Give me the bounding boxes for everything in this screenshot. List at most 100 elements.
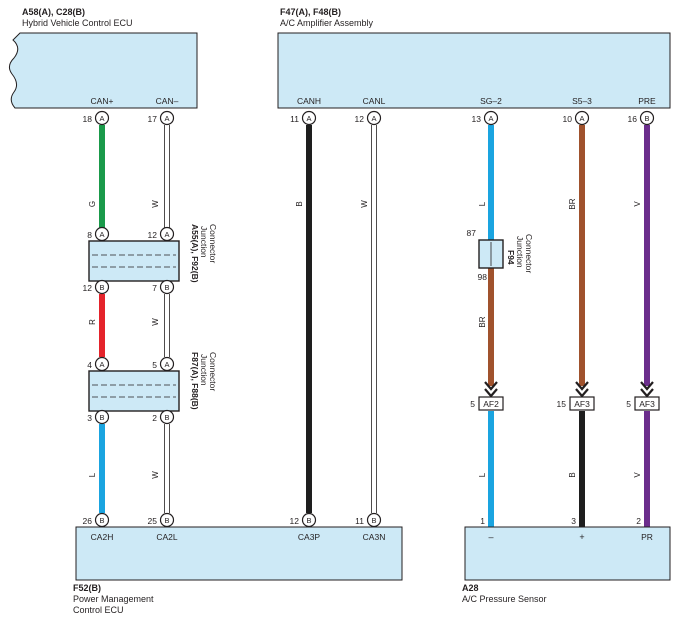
svg-text:A: A: [164, 360, 169, 369]
code-w3: W: [151, 471, 160, 479]
svg-text:AF2: AF2: [483, 399, 499, 409]
code-l1: L: [88, 472, 97, 477]
svg-text:5: 5: [152, 360, 157, 370]
pin-pm-11: B 11: [355, 512, 382, 528]
pm-pin-ca3p-label: CA3P: [298, 532, 321, 542]
pin-amp-s53: A 10: [563, 110, 590, 126]
code-g: G: [88, 201, 97, 207]
pin-amp-canh: A 11: [290, 110, 317, 126]
j1-name-2: Connector: [208, 224, 218, 263]
code-l3: L: [478, 472, 487, 477]
svg-text:11: 11: [290, 114, 299, 124]
pin-hv-17: A 17: [148, 110, 175, 126]
amp-pin-sg2-label: SG–2: [480, 96, 502, 106]
j2-code: F87(A), F88(B): [190, 352, 200, 410]
svg-text:A: A: [99, 230, 104, 239]
svg-text:8: 8: [87, 230, 92, 240]
amp-pin-canh-label: CANH: [297, 96, 321, 106]
code-w2: W: [151, 318, 160, 326]
j3-code: F94: [506, 250, 516, 265]
svg-text:B: B: [164, 413, 169, 422]
sensor-box: [464, 526, 671, 581]
svg-text:26: 26: [83, 516, 93, 526]
j1-code: A55(A), F92(B): [190, 224, 200, 283]
pin-hv-18: A 18: [83, 110, 110, 126]
j2-name-1: Junction: [199, 354, 209, 386]
code-w1: W: [151, 200, 160, 208]
svg-text:A: A: [306, 114, 311, 123]
svg-text:7: 7: [152, 283, 157, 293]
pin-pm-12: B 12: [290, 512, 317, 528]
svg-text:3: 3: [87, 413, 92, 423]
code-r: R: [88, 319, 97, 325]
svg-text:B: B: [306, 516, 311, 525]
pm-pin-ca3n-label: CA3N: [363, 532, 386, 542]
j3-pin-top: 87: [467, 228, 477, 238]
svg-text:12: 12: [290, 516, 300, 526]
j3-name-1: Junction: [515, 236, 525, 268]
svg-text:12: 12: [148, 230, 158, 240]
svg-text:5: 5: [626, 399, 631, 409]
code-l2: L: [478, 201, 487, 206]
pin-amp-pre: B 16: [628, 110, 655, 126]
svg-text:25: 25: [148, 516, 158, 526]
amp-pin-canl-label: CANL: [363, 96, 386, 106]
amp-pin-s53-label: S5–3: [572, 96, 592, 106]
amp-pin-pre-label: PRE: [638, 96, 656, 106]
svg-text:15: 15: [557, 399, 567, 409]
svg-text:17: 17: [148, 114, 158, 124]
hv-ecu-box: [8, 32, 198, 109]
ac-amp-code: F47(A), F48(B): [280, 7, 341, 17]
svg-text:10: 10: [563, 114, 573, 124]
pin-j1-12a: A 12: [148, 226, 175, 242]
svg-text:12: 12: [83, 283, 93, 293]
pin-j2-2: B 2: [152, 409, 175, 425]
pm-pin-ca2h-label: CA2H: [91, 532, 114, 542]
code-v2: V: [633, 472, 642, 478]
pm-pin-ca2l-label: CA2L: [156, 532, 178, 542]
svg-text:B: B: [644, 114, 649, 123]
pin-j2-3: B 3: [87, 409, 110, 425]
svg-text:B: B: [164, 283, 169, 292]
hv-ecu-code: A58(A), C28(B): [22, 7, 85, 17]
svg-text:16: 16: [628, 114, 638, 124]
junction-connector-3: [478, 239, 504, 269]
code-b1: B: [295, 201, 304, 206]
svg-text:AF3: AF3: [574, 399, 590, 409]
pin-j2-5: A 5: [152, 356, 175, 372]
pin-pm-26: B 26: [83, 512, 110, 528]
pm-ecu-name-2: Control ECU: [73, 605, 124, 615]
ac-amp-box: [277, 32, 671, 109]
pin-pm-25: B 25: [148, 512, 175, 528]
sensor-pin-minus-num: 1: [480, 516, 485, 526]
svg-text:A: A: [579, 114, 584, 123]
sensor-pin-pr-num: 2: [636, 516, 641, 526]
svg-text:B: B: [371, 516, 376, 525]
pm-ecu-code: F52(B): [73, 583, 101, 593]
svg-text:B: B: [99, 516, 104, 525]
af3-connector-1: AF3 15: [557, 381, 595, 411]
svg-text:2: 2: [152, 413, 157, 423]
svg-text:B: B: [99, 283, 104, 292]
pm-ecu-name-1: Power Management: [73, 594, 154, 604]
svg-text:B: B: [99, 413, 104, 422]
svg-text:11: 11: [355, 516, 364, 526]
svg-text:4: 4: [87, 360, 92, 370]
sensor-pin-plus-label: +: [579, 532, 584, 542]
svg-text:A: A: [164, 114, 169, 123]
svg-text:A: A: [371, 114, 376, 123]
pin-j2-4: A 4: [87, 356, 110, 372]
pin-j1-8: A 8: [87, 226, 110, 242]
pin-amp-sg2: A 13: [472, 110, 499, 126]
svg-text:A: A: [99, 114, 104, 123]
code-b2: B: [568, 472, 577, 477]
code-br2: BR: [568, 198, 577, 209]
svg-text:5: 5: [470, 399, 475, 409]
svg-text:A: A: [164, 230, 169, 239]
pin-j1-12b: B 12: [83, 279, 110, 295]
hv-pin-canp-label: CAN+: [91, 96, 114, 106]
svg-text:18: 18: [83, 114, 93, 124]
code-v1: V: [633, 201, 642, 207]
j2-name-2: Connector: [208, 352, 218, 391]
j3-pin-bottom: 98: [478, 272, 488, 282]
